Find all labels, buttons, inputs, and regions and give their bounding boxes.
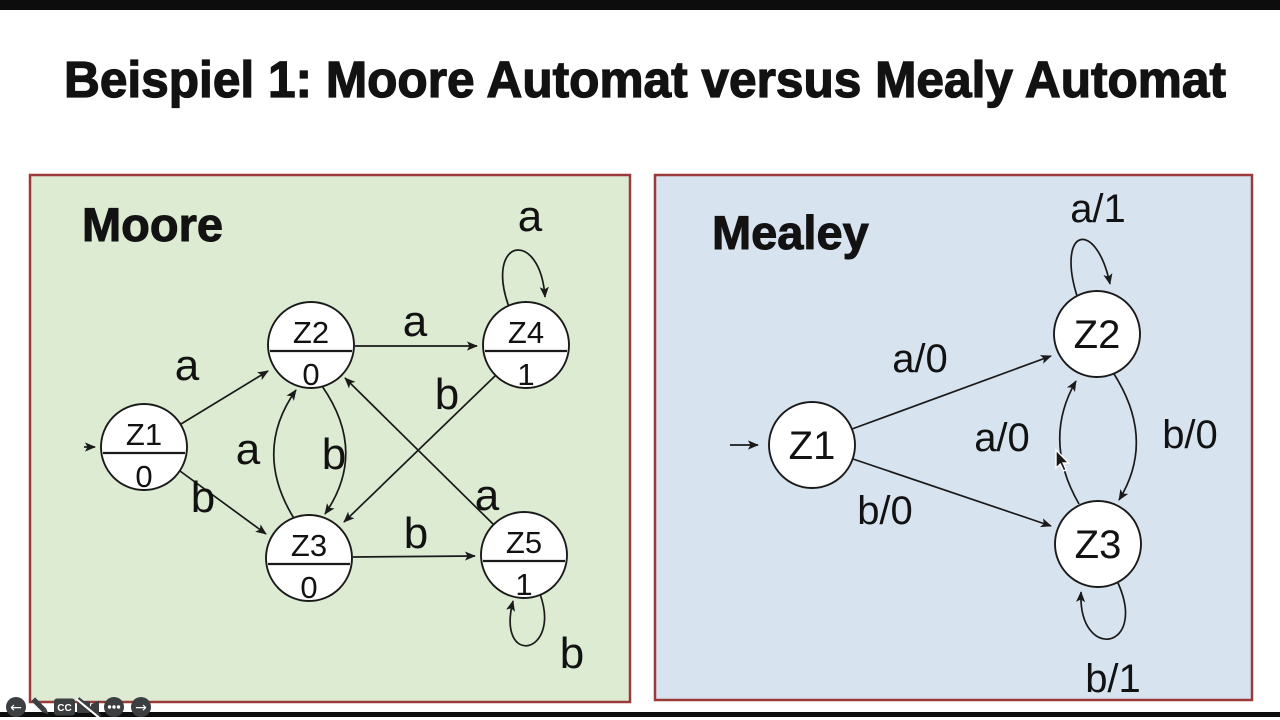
moore-edge-label: b [322,430,346,479]
moore-panel-title: Moore [82,198,223,251]
dot-icon [116,705,121,709]
svg-text:1: 1 [517,357,534,392]
svg-text:0: 0 [302,357,319,392]
svg-text:Z2: Z2 [1074,313,1121,357]
state-node-moore-z5: Z5 1 [480,511,568,602]
svg-text:0: 0 [300,570,317,605]
moore-edge-label: b [560,629,584,678]
moore-edge-label: a [175,341,200,390]
mealy-edge-label: a/0 [892,337,948,381]
mealy-panel-title: Mealey [712,206,869,259]
state-node-moore-z1: Z1 0 [100,403,188,494]
svg-text:Z3: Z3 [1075,523,1122,567]
dot-icon [107,705,112,709]
mealy-edge-z1-z3 [852,458,1052,528]
draw-pencil-button[interactable] [31,697,50,716]
mealy-edge-z2-z3 [1113,373,1138,501]
forward-button[interactable]: → [131,697,151,717]
moore-edge-z4-z3 [343,375,496,523]
moore-edge-label: a [236,425,261,474]
state-node-mealy-z2: Z2 [1053,290,1141,378]
top-letterbox-bar [0,0,1280,10]
cc-label: CC [57,703,71,714]
mouse-cursor [1055,448,1071,472]
moore-edge-label: a [475,471,500,520]
mealy-edge-z3-z2 [1058,380,1080,505]
camera-slash-icon [77,697,102,717]
mealy-edge-label: a/0 [974,416,1030,460]
moore-edge-label: a [403,297,428,346]
closed-captions-button[interactable]: CC [54,698,75,716]
dot-icon [112,705,116,709]
cc-icon [54,698,75,716]
bottom-letterbox-bar [0,712,1280,717]
moore-edge-label: b [191,473,215,522]
mealy-edge-z1-z2 [851,355,1052,430]
mealy-edge-label: b/0 [857,489,913,533]
moore-panel: Moore a b a b a b a b a b Z1 0 [28,173,632,704]
camera-off-button[interactable] [76,697,102,719]
forward-circle [131,697,151,717]
moore-edge-z1-z3 [179,470,267,535]
svg-text:Z4: Z4 [508,315,544,350]
mealy-panel-background [653,173,1254,702]
state-node-moore-z4: Z4 1 [482,301,570,392]
camera-slash-gap [76,697,100,719]
state-node-moore-z2: Z2 0 [267,301,355,392]
back-button[interactable]: ← [6,697,26,717]
mealy-edge-z3-selfloop [1075,582,1127,641]
mealy-panel: Mealey a/0 b/0 a/1 b/0 a/0 b/1 Z1 Z2 Z3 [653,173,1254,702]
pencil-icon [31,697,47,713]
moore-edge-z4-selfloop [501,249,549,308]
mealy-edge-z2-selfloop [1070,238,1113,297]
back-circle [6,697,26,717]
moore-edge-z3-z2 [272,389,297,521]
svg-text:Z2: Z2 [293,315,329,350]
moore-edge-z1-z2 [180,370,269,425]
mealy-edge-label: b/1 [1085,657,1141,701]
moore-edge-z3-z5 [352,551,476,561]
moore-edge-label: b [435,370,459,419]
svg-text:Z5: Z5 [506,525,542,560]
state-node-mealy-z3: Z3 [1054,500,1142,588]
moore-edge-z2-z3 [321,385,347,515]
svg-text:Z1: Z1 [789,424,836,468]
pencil-tip-icon [42,708,49,715]
more-options-button[interactable] [104,697,124,717]
forward-arrow-icon: → [135,700,147,716]
state-node-moore-z3: Z3 0 [265,514,353,605]
moore-edge-label: b [404,509,428,558]
moore-edge-z5-z2 [344,377,494,525]
svg-text:Z1: Z1 [126,417,162,452]
mealy-edge-label: b/0 [1162,413,1218,457]
svg-text:Z3: Z3 [291,528,327,563]
moore-edge-label: a [518,192,543,241]
annotation-toolbar: ← CC → [6,697,151,719]
mealy-edge-label: a/1 [1070,187,1126,231]
svg-text:1: 1 [515,567,532,602]
state-node-mealy-z1: Z1 [768,401,856,489]
back-arrow-icon: ← [10,700,22,716]
slide-title: Beispiel 1: Moore Automat versus Mealy A… [64,51,1226,108]
moore-edge-z5-selfloop [506,593,546,647]
svg-text:0: 0 [135,459,152,494]
